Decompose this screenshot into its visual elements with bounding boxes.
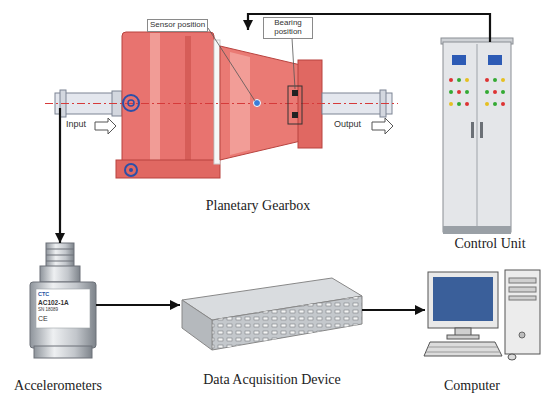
control-cabinet-illustration-part <box>485 90 489 94</box>
node-caption: Data Acquisition Device <box>187 372 357 388</box>
control-cabinet-illustration-part <box>449 78 453 82</box>
computer-illustration-part <box>424 342 502 356</box>
control-cabinet-illustration-part <box>465 90 469 94</box>
daq-device-illustration <box>182 278 362 350</box>
control-cabinet-illustration-part <box>488 55 502 65</box>
signal-arrow <box>248 14 490 42</box>
gearbox-illustration-part <box>292 38 295 89</box>
control-cabinet-illustration-part <box>465 102 469 106</box>
control-cabinet-illustration-part <box>493 90 497 94</box>
gearbox-illustration-part <box>214 40 220 164</box>
node-caption: Control Unit <box>420 236 550 252</box>
control-cabinet-illustration-part <box>477 44 478 226</box>
gearbox-illustration-part <box>122 32 214 166</box>
control-cabinet-illustration-part <box>457 78 461 82</box>
daq-node: Data Acquisition Device <box>180 278 362 352</box>
control-cabinet-illustration-part <box>471 122 474 138</box>
control-cabinet-illustration-part <box>457 90 461 94</box>
computer-illustration-part <box>519 332 525 338</box>
control-cabinet-illustration-part <box>452 55 466 65</box>
computer-illustration-part <box>508 354 516 360</box>
accelerometer-illustration-part <box>46 255 74 256</box>
control-cabinet-illustration-part <box>443 226 511 234</box>
computer-illustration-part <box>428 347 497 348</box>
gearbox-illustration-part <box>128 100 134 106</box>
serial-text: SN 18089 <box>38 308 88 313</box>
control-cabinet-illustration-part <box>480 122 483 138</box>
control-cabinet-illustration-part <box>485 78 489 82</box>
gearbox-illustration-part <box>116 160 220 178</box>
computer-illustration-part <box>428 272 498 328</box>
control-unit-node: Control Unit <box>443 42 511 232</box>
gearbox-illustration-part <box>292 112 298 118</box>
control-cabinet-illustration-part <box>457 102 461 106</box>
callout-label: Sensor position <box>147 19 208 32</box>
gearbox-illustration-part <box>123 95 139 111</box>
control-cabinet-illustration-part <box>493 78 497 82</box>
gearbox-illustration-part <box>125 164 137 176</box>
computer-illustration-part <box>509 278 536 283</box>
node-caption: Planetary Gearbox <box>188 198 328 214</box>
control-cabinet-illustration-part <box>501 90 505 94</box>
accelerometer-illustration-part <box>46 249 74 250</box>
node-caption: Computer <box>402 378 542 394</box>
gearbox-illustration-part <box>185 36 191 164</box>
signal-arrow <box>362 309 425 311</box>
gearbox-illustration-part <box>95 118 116 134</box>
gearbox-illustration-part <box>288 86 302 124</box>
computer-illustration-part <box>509 287 536 292</box>
accelerometer-illustration-part <box>40 266 80 282</box>
control-cabinet-illustration-part <box>501 102 505 106</box>
accelerometer-illustration <box>30 243 96 358</box>
control-cabinet-illustration-part <box>493 102 497 106</box>
accelerometer-illustration-part <box>46 243 74 267</box>
control-cabinet-illustration <box>441 38 513 234</box>
daq-device-illustration-part <box>182 300 212 350</box>
daq-device-illustration-part <box>212 296 362 350</box>
accelerometer-illustration-part <box>34 346 92 358</box>
signal-arrow <box>59 108 61 243</box>
gearbox-illustration <box>45 28 398 178</box>
flow-label: Output <box>334 120 372 130</box>
mark-text: CE <box>38 315 88 323</box>
computer-illustration-part <box>426 352 500 353</box>
gearbox-illustration-part <box>292 90 298 96</box>
control-cabinet-illustration-part <box>501 78 505 82</box>
gearbox-illustration-part <box>208 28 255 101</box>
signal-arrow <box>96 304 180 306</box>
control-cabinet-illustration-part <box>449 102 453 106</box>
computer-illustration-part <box>505 270 540 354</box>
brand-text: CTC <box>38 291 88 297</box>
computer-node: Computer <box>425 270 545 362</box>
gearbox-illustration-part <box>372 118 393 134</box>
model-text: AC102-1A <box>38 299 88 306</box>
callout-label: Bearing position <box>263 17 313 39</box>
node-caption: Accelerometers <box>0 378 128 394</box>
accelerometer-illustration-part <box>36 289 90 328</box>
control-cabinet-illustration-part <box>465 78 469 82</box>
control-cabinet-illustration-part <box>443 42 511 232</box>
gearbox-node: Planetary Gearbox <box>60 30 390 180</box>
computer-illustration-part <box>509 296 536 300</box>
gearbox-illustration-part <box>45 103 398 104</box>
accelerometer-illustration-part <box>46 261 74 262</box>
gearbox-illustration-part <box>129 168 133 172</box>
computer-illustration-part <box>433 277 493 321</box>
accelerometer-illustration-part <box>30 282 96 348</box>
gearbox-illustration-part <box>150 33 160 165</box>
flow-label: Input <box>66 120 96 130</box>
control-cabinet-illustration-part <box>449 90 453 94</box>
computer-illustration <box>424 270 540 360</box>
computer-illustration-part <box>447 335 479 339</box>
daq-device-illustration-part <box>212 296 362 350</box>
control-cabinet-illustration-part <box>485 102 489 106</box>
